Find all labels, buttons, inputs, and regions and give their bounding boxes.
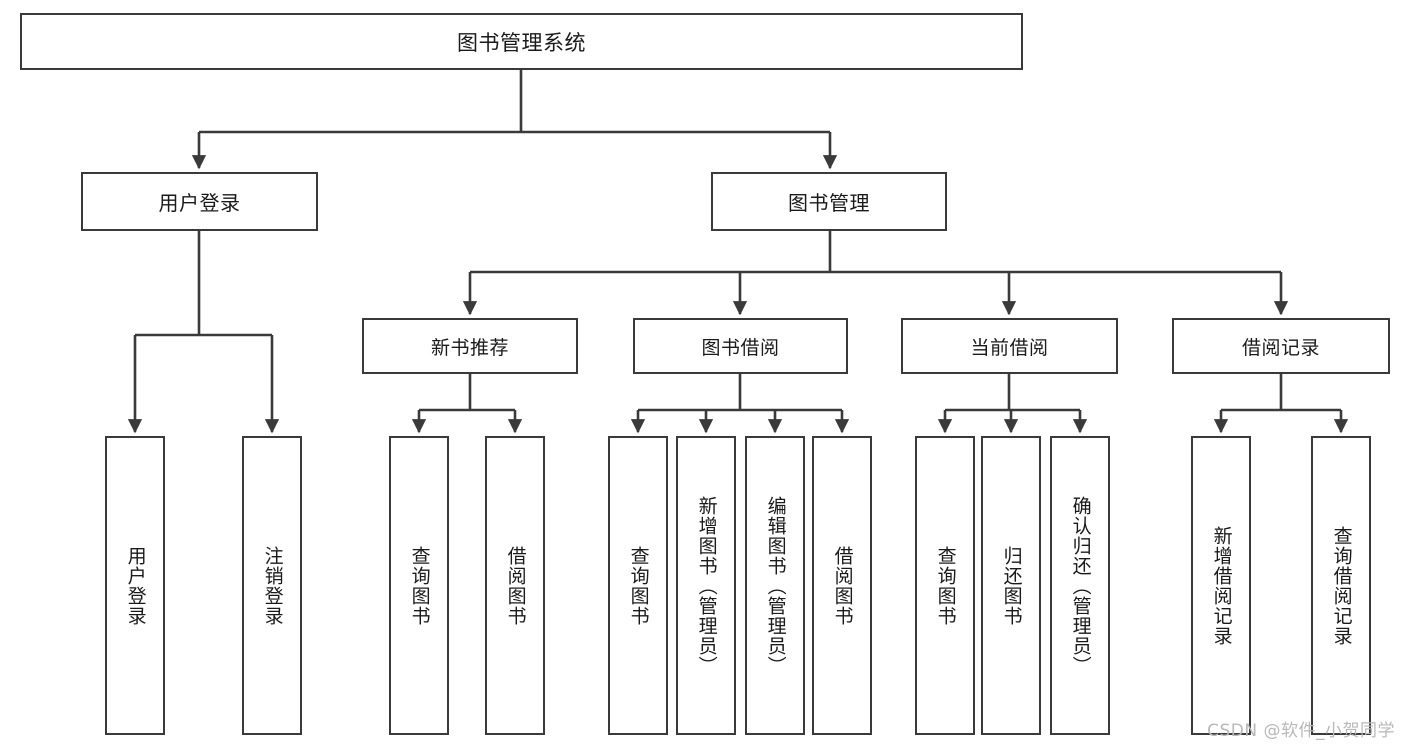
leaf-return-book-label: 归还图书: [1000, 545, 1023, 626]
node-book-management-label: 图书管理: [788, 191, 870, 215]
watermark: CSDN @软件_小贺同学: [1207, 721, 1395, 741]
node-book-management[interactable]: 图书管理: [711, 172, 947, 231]
node-borrow-record-label: 借阅记录: [1241, 336, 1320, 359]
leaf-query-book-current[interactable]: 查询图书: [915, 436, 975, 735]
leaf-confirm-return-label: 确认归还（管理员）: [1069, 495, 1092, 676]
leaf-query-book-rec[interactable]: 查询图书: [389, 436, 449, 735]
leaf-borrow-book-rec-label: 借阅图书: [504, 545, 527, 626]
leaf-query-book-borrow-label: 查询图书: [627, 545, 650, 626]
leaf-user-login[interactable]: 用户登录: [105, 436, 165, 735]
node-user-login-label: 用户登录: [158, 191, 241, 215]
node-user-login[interactable]: 用户登录: [81, 172, 318, 231]
leaf-user-logout-label: 注销登录: [261, 545, 284, 626]
leaf-edit-book-label: 编辑图书（管理员）: [764, 495, 787, 676]
leaf-borrow-book[interactable]: 借阅图书: [812, 436, 872, 735]
leaf-confirm-return[interactable]: 确认归还（管理员）: [1050, 436, 1110, 735]
node-new-book-recommend-label: 新书推荐: [430, 336, 509, 359]
leaf-borrow-book-rec[interactable]: 借阅图书: [485, 436, 545, 735]
leaf-add-record-label: 新增借阅记录: [1210, 525, 1233, 646]
node-new-book-recommend[interactable]: 新书推荐: [362, 318, 578, 374]
leaf-query-record-label: 查询借阅记录: [1330, 525, 1353, 646]
leaf-query-book-rec-label: 查询图书: [408, 545, 431, 626]
leaf-add-book-label: 新增图书（管理员）: [695, 495, 718, 676]
node-root[interactable]: 图书管理系统: [20, 13, 1023, 70]
leaf-query-record[interactable]: 查询借阅记录: [1311, 436, 1371, 735]
node-book-borrow[interactable]: 图书借阅: [633, 318, 848, 374]
node-root-label: 图书管理系统: [457, 30, 586, 55]
leaf-user-login-label: 用户登录: [124, 545, 147, 626]
leaf-add-book[interactable]: 新增图书（管理员）: [676, 436, 736, 735]
leaf-query-book-current-label: 查询图书: [934, 545, 957, 626]
node-book-borrow-label: 图书借阅: [701, 336, 780, 359]
node-current-borrow[interactable]: 当前借阅: [901, 318, 1118, 374]
leaf-borrow-book-label: 借阅图书: [831, 545, 854, 626]
leaf-user-logout[interactable]: 注销登录: [242, 436, 302, 735]
node-current-borrow-label: 当前借阅: [970, 336, 1049, 359]
leaf-add-record[interactable]: 新增借阅记录: [1191, 436, 1251, 735]
leaf-query-book-borrow[interactable]: 查询图书: [608, 436, 668, 735]
leaf-edit-book[interactable]: 编辑图书（管理员）: [745, 436, 805, 735]
node-borrow-record[interactable]: 借阅记录: [1172, 318, 1390, 374]
leaf-return-book[interactable]: 归还图书: [981, 436, 1041, 735]
